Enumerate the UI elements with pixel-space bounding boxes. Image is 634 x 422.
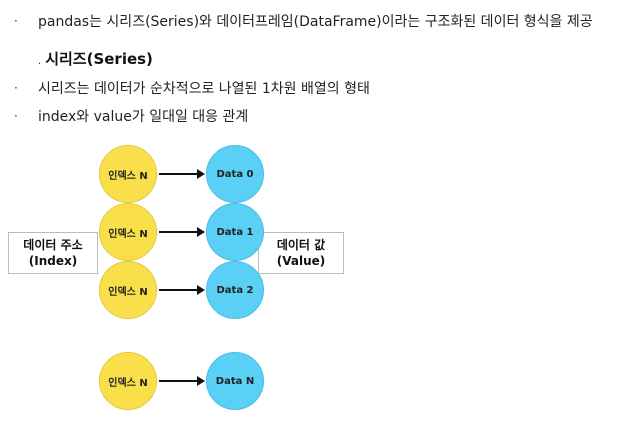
index-circle: 인덱스 N	[99, 203, 157, 261]
index-label-box: 데이터 주소 (Index)	[8, 232, 98, 274]
value-circle: Data 1	[206, 203, 264, 261]
bullet-dot: ·	[14, 14, 18, 28]
index-label-line2: (Index)	[28, 254, 78, 268]
value-circle: Data 2	[206, 261, 264, 319]
intro-text: pandas는 시리즈(Series)와 데이터프레임(DataFrame)이라…	[38, 14, 593, 30]
index-circle: 인덱스 N	[99, 352, 157, 410]
arrow-right-icon	[159, 169, 205, 179]
arrow-right-icon	[159, 285, 205, 295]
value-circle: Data N	[206, 352, 264, 410]
value-circle: Data 0	[206, 145, 264, 203]
bullet-dot: ·	[14, 81, 18, 95]
bullet-dot: ·	[14, 109, 18, 123]
section-title: 시리즈(Series)	[45, 50, 153, 68]
series-desc-text: 시리즈는 데이터가 순차적으로 나열된 1차원 배열의 형태	[38, 81, 370, 97]
index-circle: 인덱스 N	[99, 145, 157, 203]
arrow-right-icon	[159, 227, 205, 237]
index-label-line1: 데이터 주소	[23, 237, 83, 252]
value-label-line1: 데이터 값	[276, 237, 326, 252]
section-heading: .시리즈(Series)	[38, 48, 153, 69]
heading-mark: .	[38, 56, 42, 67]
mapping-text: index와 value가 일대일 대응 관계	[38, 109, 249, 125]
value-label-line2: (Value)	[276, 254, 326, 268]
index-circle: 인덱스 N	[99, 261, 157, 319]
value-label-box: 데이터 값 (Value)	[258, 232, 344, 274]
arrow-right-icon	[159, 376, 205, 386]
